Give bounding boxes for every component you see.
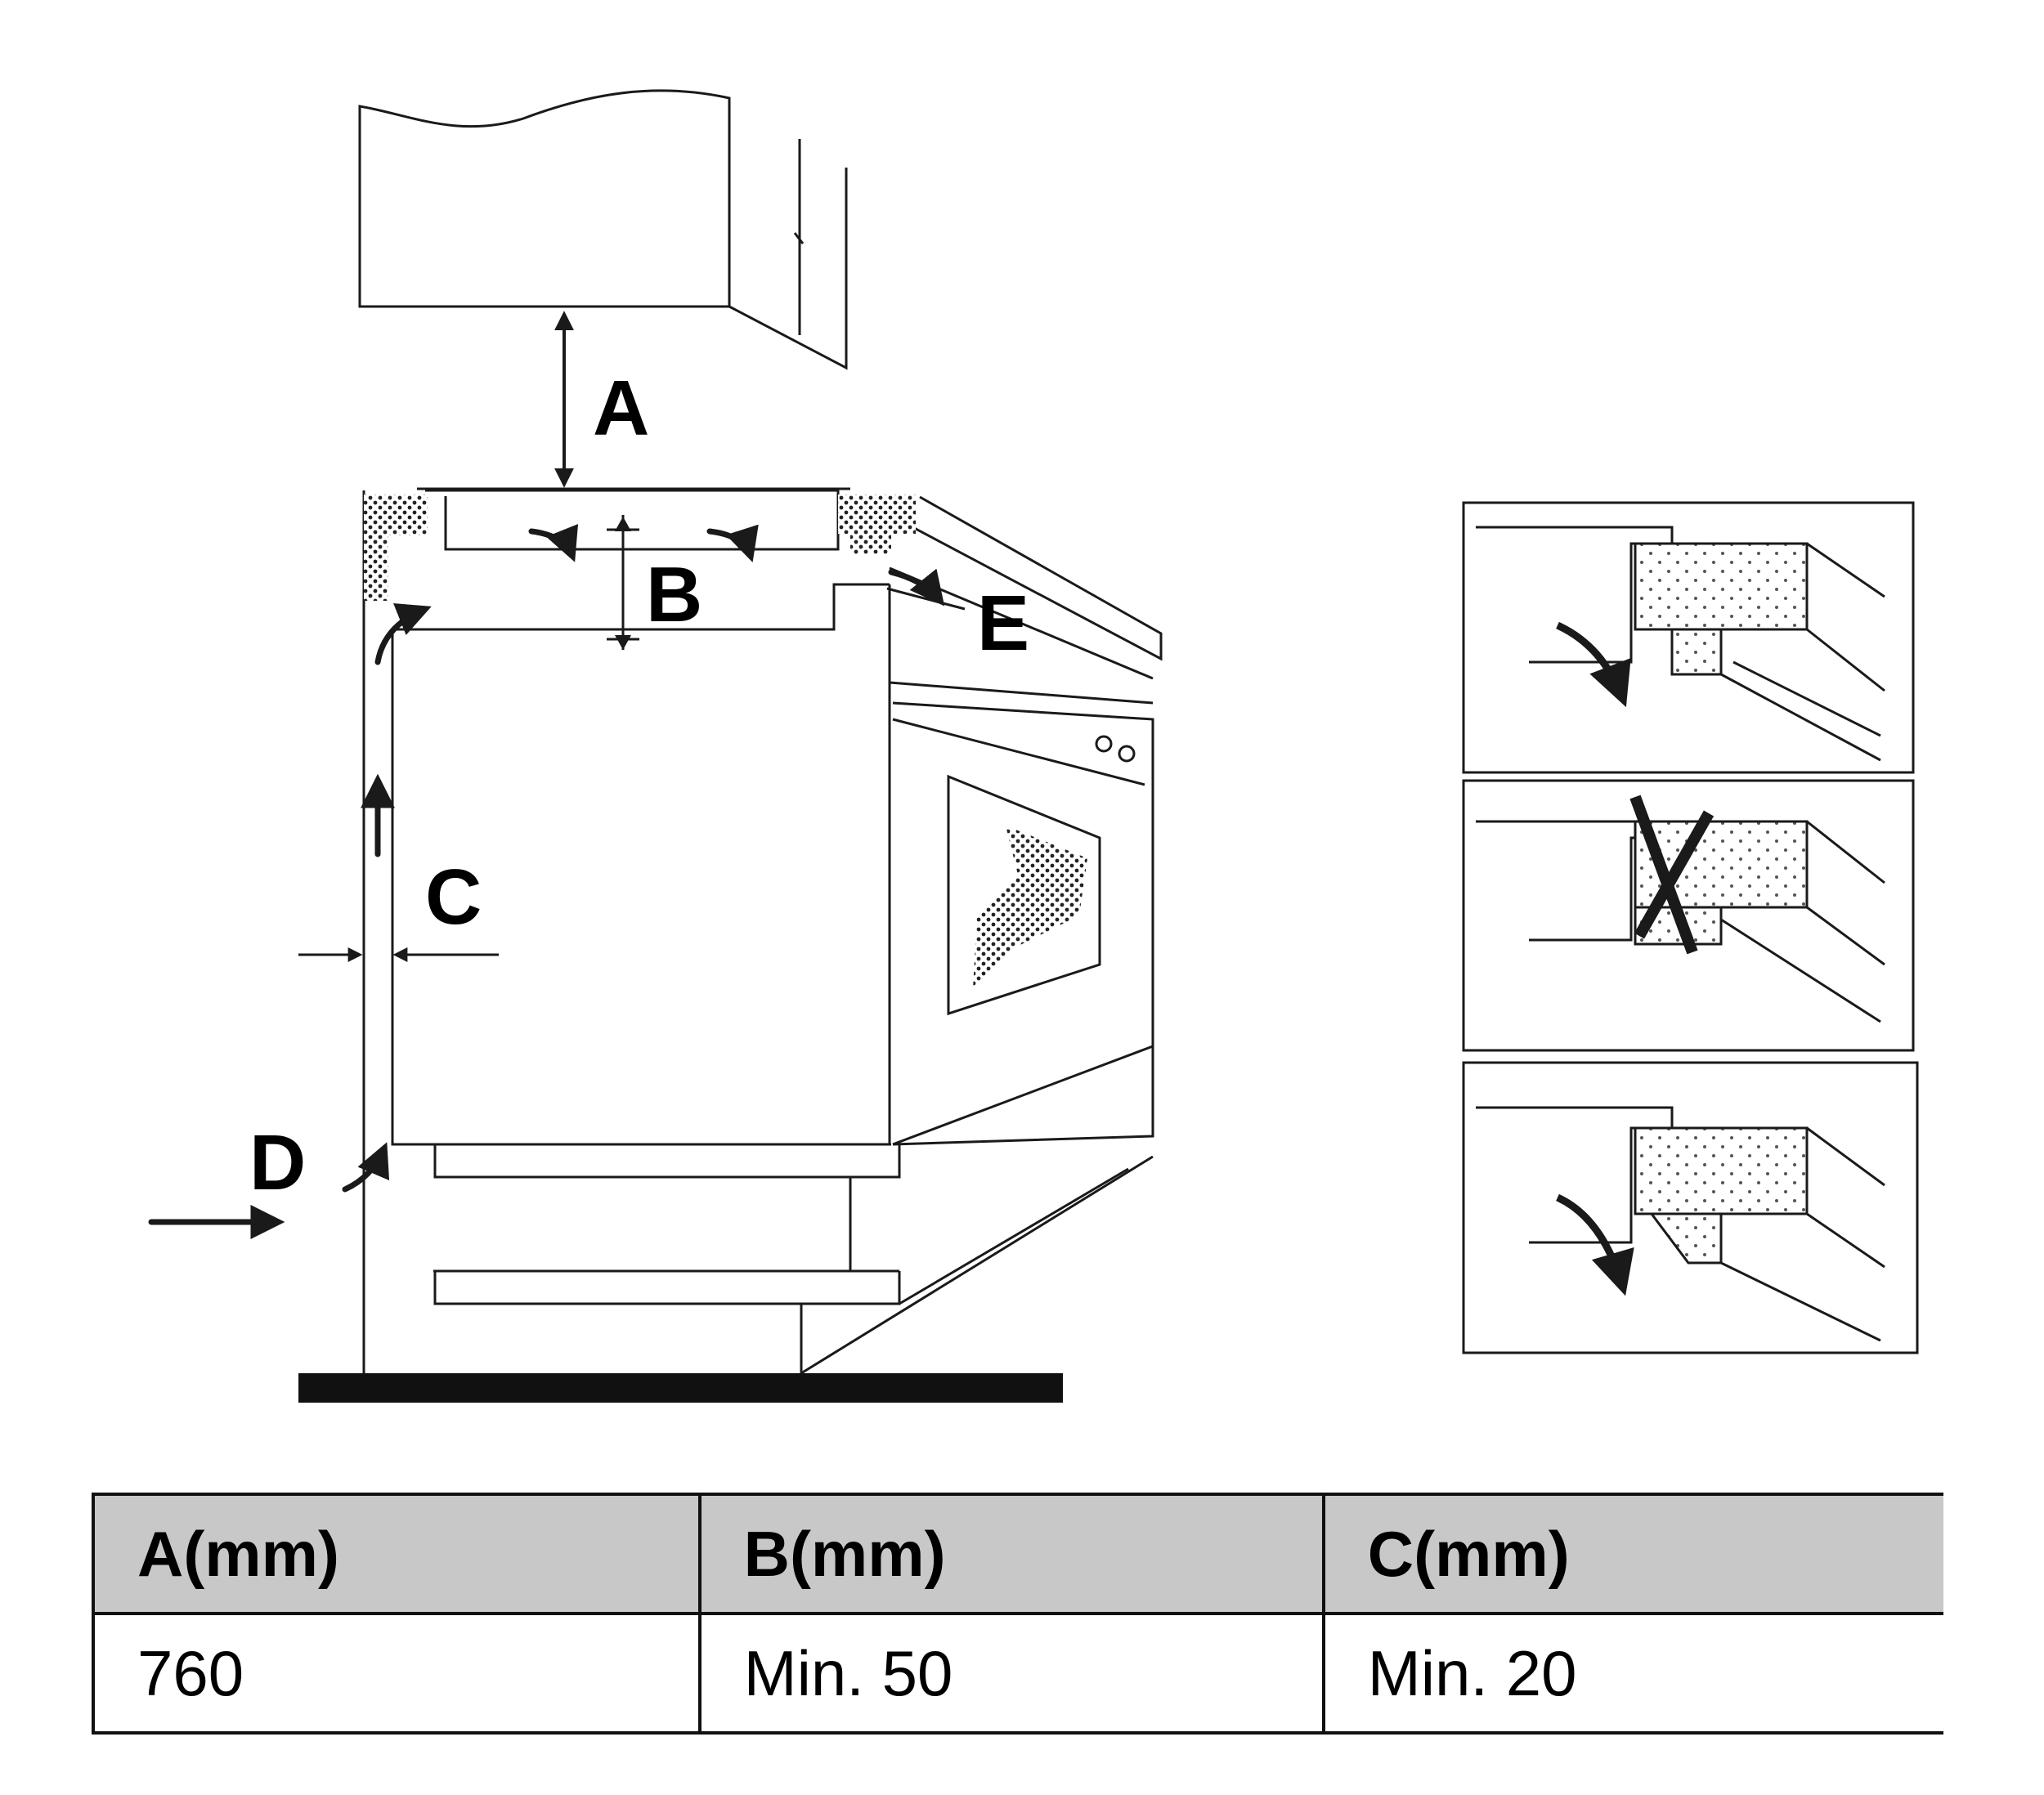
header-c: C(mm)	[1321, 1493, 1943, 1615]
installation-diagram: A B C D E	[148, 89, 1919, 1403]
airflow-arrows	[148, 523, 945, 1239]
label-e: E	[977, 580, 1029, 667]
value-b: Min. 50	[697, 1612, 1325, 1735]
value-a: 760	[92, 1612, 702, 1735]
insulation-right-under	[850, 534, 891, 554]
insulation-right-top	[838, 495, 916, 534]
detail-panel-correct-1	[1462, 501, 1915, 774]
value-c: Min. 20	[1321, 1612, 1943, 1735]
detail-panel-incorrect	[1462, 779, 1915, 1052]
oven-window-glass	[973, 826, 1087, 989]
dimension-table: A(mm) B(mm) C(mm) 760 Min. 50 Min. 20	[92, 1493, 1943, 1735]
header-a: A(mm)	[92, 1493, 702, 1615]
table-header-row: A(mm) B(mm) C(mm)	[92, 1493, 1943, 1615]
detail-panel-correct-2	[1462, 1061, 1919, 1354]
label-a: A	[593, 365, 649, 452]
upper-cabinet	[358, 89, 848, 370]
table-row: 760 Min. 50 Min. 20	[92, 1612, 1943, 1735]
insulation-left-top	[364, 495, 428, 535]
floor-base	[298, 1373, 1063, 1403]
label-c: C	[425, 853, 482, 941]
label-d: D	[249, 1119, 306, 1206]
header-b: B(mm)	[697, 1493, 1325, 1615]
insulation-left-side	[364, 535, 388, 601]
label-b: B	[646, 551, 702, 638]
cross-mark-icon	[1629, 795, 1698, 955]
cabinet-body	[362, 487, 1163, 1375]
dimension-b-arrow	[607, 515, 639, 650]
